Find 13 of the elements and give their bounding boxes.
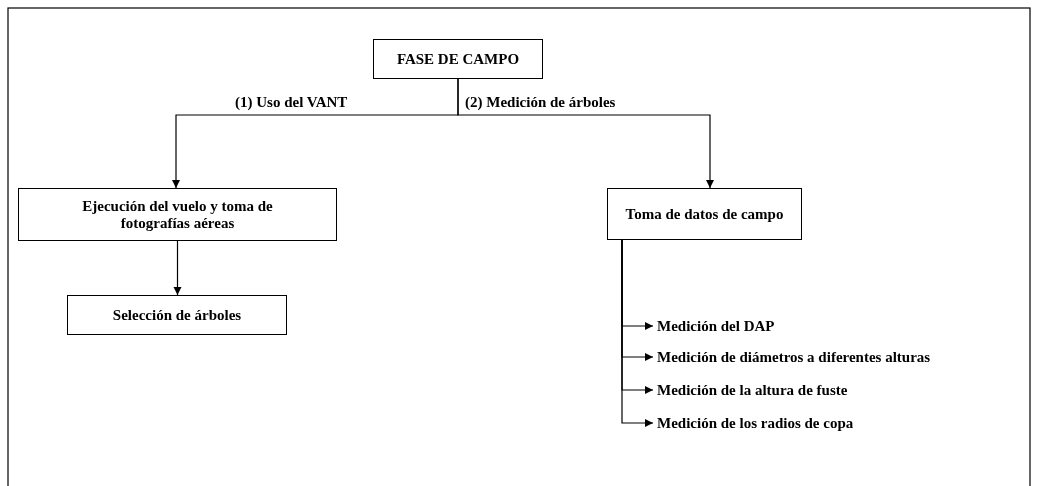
process-box: FASE DE CAMPO <box>373 39 543 79</box>
edge-label: (1) Uso del VANT <box>233 94 350 111</box>
process-box: Toma de datos de campo <box>607 188 802 240</box>
edge-label: (2) Medición de árboles <box>463 94 618 111</box>
process-box: Ejecución del vuelo y toma de fotografías aéreas <box>18 188 337 241</box>
step-text: Medición del DAP <box>657 316 775 336</box>
process-box: Selección de árboles <box>67 295 287 335</box>
arrow <box>621 239 654 428</box>
arrow <box>457 78 715 189</box>
arrow <box>173 240 182 296</box>
step-text: Medición de los radios de copa <box>657 413 854 433</box>
step-text: Medición de la altura de fuste <box>657 380 848 400</box>
step-text: Medición de diámetros a diferentes alturas <box>657 347 931 367</box>
